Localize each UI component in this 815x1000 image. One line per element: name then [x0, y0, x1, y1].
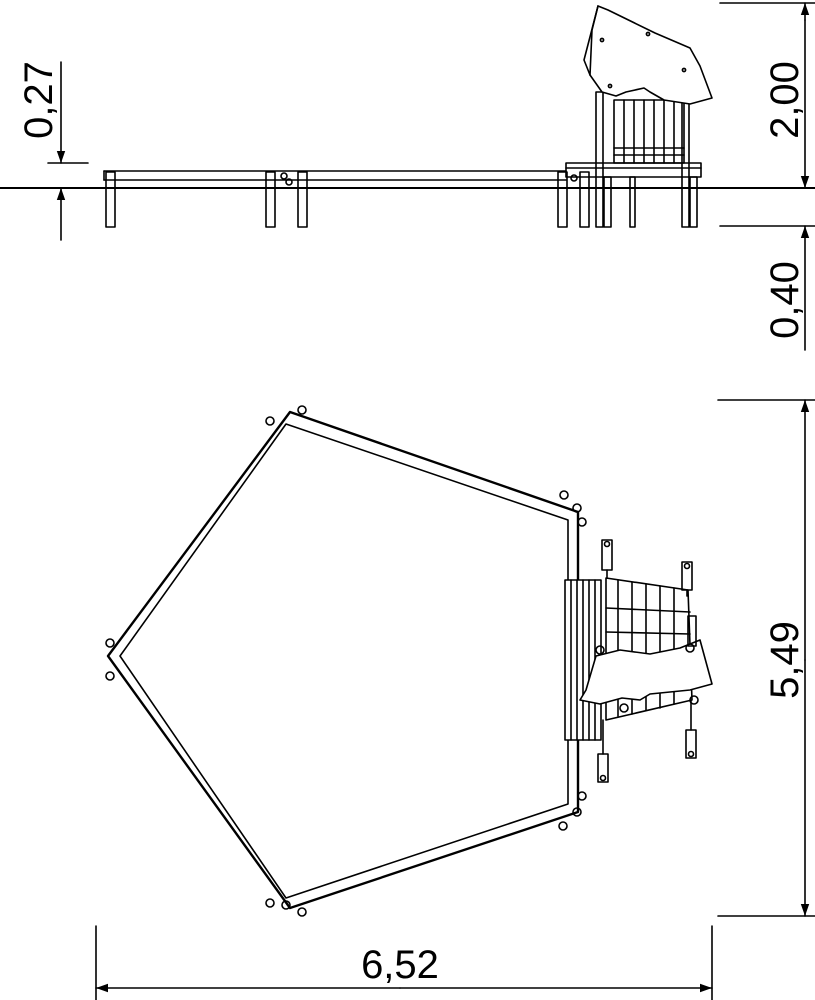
offset-dimension: 0,27 [17, 61, 89, 241]
play-tower-top [564, 539, 713, 783]
depth-dimension: 5,49 [717, 399, 815, 917]
dim-label-offset: 0,27 [17, 61, 61, 139]
dim-label-width: 6,52 [361, 943, 439, 987]
play-tower [565, 5, 713, 228]
side-elevation-view: 2,00 0,40 0,27 [0, 2, 815, 351]
pentagon-frame [105, 405, 587, 917]
bench-beam [103, 170, 590, 228]
dim-label-height: 2,00 [763, 61, 807, 139]
dim-label-below-ground: 0,40 [763, 261, 807, 339]
dim-label-depth: 5,49 [763, 621, 807, 699]
height-dimensions: 2,00 0,40 [719, 2, 815, 351]
width-dimension: 6,52 [95, 925, 713, 1000]
top-plan-view: 5,49 6,52 [95, 399, 815, 1000]
